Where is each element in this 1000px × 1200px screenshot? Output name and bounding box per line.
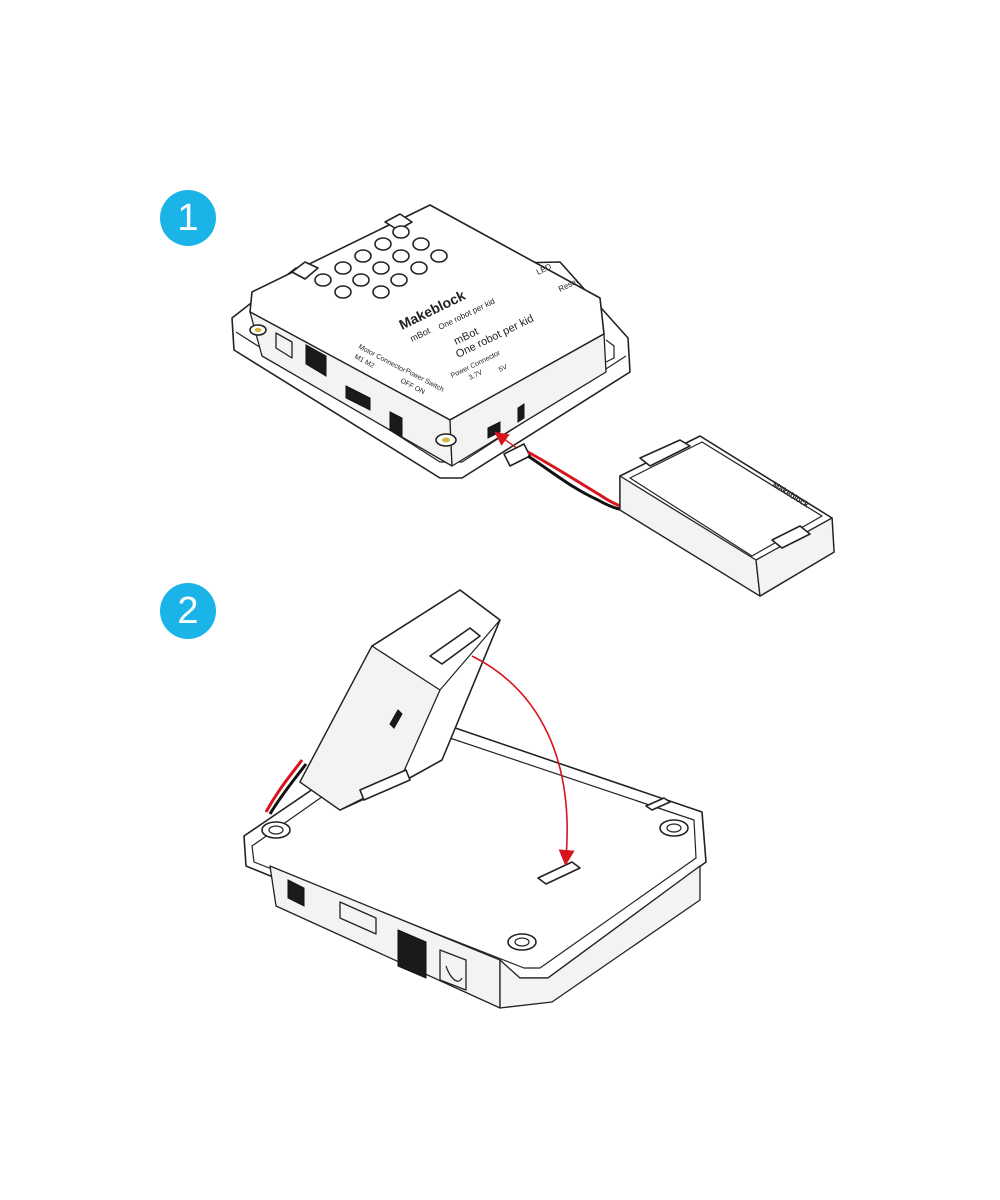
motor-port — [305, 344, 327, 377]
power-switch — [345, 385, 371, 411]
button-pads — [314, 225, 448, 299]
battery-pack: Makeblock — [619, 435, 835, 597]
step-2-number: 2 — [177, 590, 199, 632]
battery-pack-tilted — [264, 589, 501, 815]
placement-arrow — [471, 655, 575, 866]
step-2-badge: 2 — [160, 583, 216, 639]
step-1-badge: 1 — [160, 190, 216, 246]
battery-slot — [537, 861, 581, 885]
step-1-number: 1 — [177, 197, 199, 239]
controller-board: Makeblock mBot One robot per kid mBot On… — [231, 204, 631, 479]
voltage-5v-label: 5V — [498, 364, 509, 374]
